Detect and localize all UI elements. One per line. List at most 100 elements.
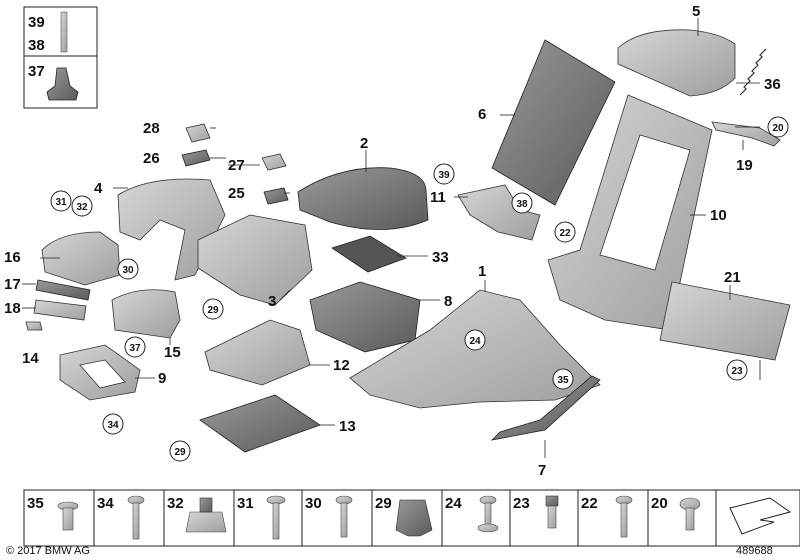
callout-9: 9 xyxy=(158,370,166,387)
part-13-module xyxy=(199,394,321,453)
part-7-strip xyxy=(490,375,601,441)
svg-text:38: 38 xyxy=(516,199,528,210)
legend-label-20: 20 xyxy=(651,495,668,512)
callout-14: 14 xyxy=(22,350,39,367)
leader-lines xyxy=(22,18,761,458)
fastener-23-icon xyxy=(545,495,559,529)
part-6-panel xyxy=(491,39,616,206)
callout-16: 16 xyxy=(4,249,21,266)
part-27-clip xyxy=(261,153,287,171)
part-9-frame xyxy=(59,344,141,401)
fastener-34-icon xyxy=(127,495,145,540)
callout-12: 12 xyxy=(333,357,350,374)
circled-callout-30: 30 xyxy=(117,258,139,280)
callout-1: 1 xyxy=(478,263,486,280)
svg-text:24: 24 xyxy=(469,336,481,347)
copyright-text: © 2017 BMW AG xyxy=(6,545,90,557)
pin-part xyxy=(60,11,68,53)
fastener-24-icon xyxy=(477,495,499,533)
legend-label-32: 32 xyxy=(167,495,184,512)
callout-6: 6 xyxy=(478,106,486,123)
fastener-22-icon xyxy=(615,495,633,538)
svg-text:32: 32 xyxy=(76,202,88,213)
legend-label-31: 31 xyxy=(237,495,254,512)
part-2-pad xyxy=(297,167,429,230)
fastener-29-icon xyxy=(395,499,433,537)
callout-5: 5 xyxy=(692,3,700,20)
part-5-lid xyxy=(617,29,736,97)
diagram-number: 489688 xyxy=(736,545,773,557)
inset-label-39: 39 xyxy=(28,14,45,31)
part-21-plate xyxy=(659,281,791,361)
legend-label-23: 23 xyxy=(513,495,530,512)
circled-callout-38: 38 xyxy=(511,192,533,214)
svg-text:20: 20 xyxy=(772,123,784,134)
part-28-clip xyxy=(185,123,211,143)
callout-21: 21 xyxy=(724,269,741,286)
legend-label-30: 30 xyxy=(305,495,322,512)
circled-callout-23: 23 xyxy=(726,359,748,381)
circled-callout-32: 32 xyxy=(71,195,93,217)
callout-33: 33 xyxy=(432,249,449,266)
fastener-35-icon xyxy=(57,501,79,531)
fastener-legend: 35 34 32 31 30 29 24 23 22 20 xyxy=(23,489,800,547)
svg-text:29: 29 xyxy=(207,305,219,316)
callout-4: 4 xyxy=(94,180,103,197)
fastener-30-icon xyxy=(335,495,353,538)
circled-callout-35: 35 xyxy=(552,368,574,390)
part-14-clip xyxy=(25,321,43,331)
callout-27: 27 xyxy=(228,157,245,174)
part-11-bracket xyxy=(457,184,541,241)
direction-arrow-icon xyxy=(729,497,792,535)
inset-panel: 39 38 37 xyxy=(23,6,98,109)
circled-callout-31: 31 xyxy=(50,190,72,212)
fastener-31-icon xyxy=(266,495,286,540)
callout-10: 10 xyxy=(710,207,727,224)
callout-15: 15 xyxy=(164,344,181,361)
svg-text:34: 34 xyxy=(107,420,119,431)
part-3-frame xyxy=(197,214,313,306)
svg-text:22: 22 xyxy=(559,228,571,239)
callout-3: 3 xyxy=(268,293,276,310)
svg-text:35: 35 xyxy=(557,375,569,386)
callout-36: 36 xyxy=(764,76,781,93)
part-16-cover xyxy=(41,231,121,286)
callout-19: 19 xyxy=(736,157,753,174)
circled-callout-37: 37 xyxy=(124,336,146,358)
legend-label-35: 35 xyxy=(27,495,44,512)
callout-25: 25 xyxy=(228,185,245,202)
svg-text:37: 37 xyxy=(129,343,141,354)
callout-28: 28 xyxy=(143,120,160,137)
part-15-cover xyxy=(111,289,181,339)
part-25-clip xyxy=(263,187,289,205)
legend-label-22: 22 xyxy=(581,495,598,512)
part-26-switch xyxy=(181,149,211,167)
circled-callout-22: 22 xyxy=(554,221,576,243)
part-18-plate xyxy=(33,299,87,321)
part-10-frame xyxy=(547,94,713,331)
part-33-mat xyxy=(331,235,407,273)
circled-callout-24: 24 xyxy=(464,329,486,351)
svg-text:23: 23 xyxy=(731,366,743,377)
circled-callout-39: 39 xyxy=(433,163,455,185)
callout-8: 8 xyxy=(444,293,452,310)
inset-label-37: 37 xyxy=(28,63,45,80)
svg-text:30: 30 xyxy=(122,265,134,276)
rubber-buffer-part xyxy=(46,67,79,101)
legend-label-29: 29 xyxy=(375,495,392,512)
part-17-strip xyxy=(35,279,91,301)
callout-17: 17 xyxy=(4,276,21,293)
callout-13: 13 xyxy=(339,418,356,435)
callout-18: 18 xyxy=(4,300,21,317)
circled-callout-29-b: 29 xyxy=(169,440,191,462)
callout-2: 2 xyxy=(360,135,368,152)
part-8-tray xyxy=(309,281,421,353)
legend-label-34: 34 xyxy=(97,495,114,512)
part-36-spring xyxy=(739,48,767,96)
circled-callout-34: 34 xyxy=(102,413,124,435)
part-12-module xyxy=(204,319,311,386)
fastener-32-icon xyxy=(185,497,227,533)
callout-7: 7 xyxy=(538,462,546,479)
part-19-bracket xyxy=(711,121,781,147)
